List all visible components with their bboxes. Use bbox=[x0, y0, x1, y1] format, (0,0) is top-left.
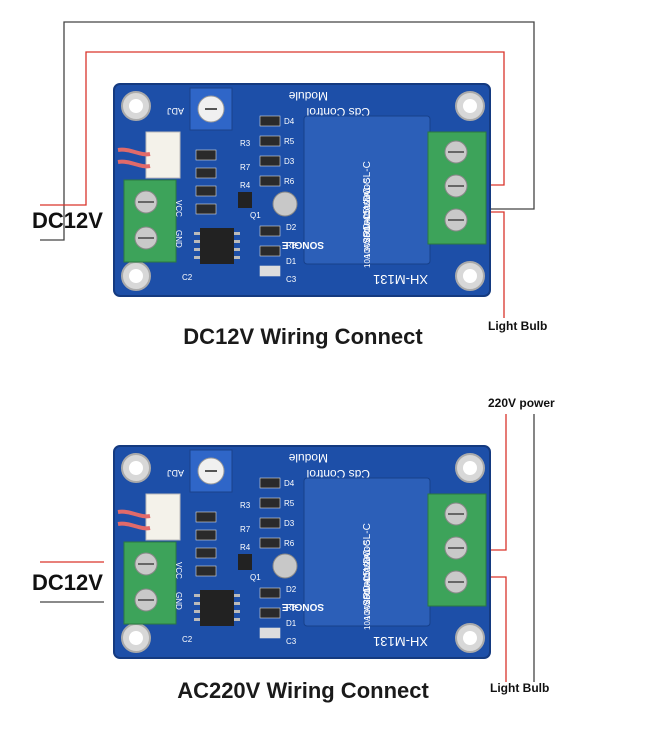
board-top: ADJ Module Cds Control XH-M131 VCC bbox=[110, 80, 495, 305]
ref-label: R3 bbox=[240, 139, 251, 148]
relay-rating: 10A 250VAC bbox=[363, 213, 372, 258]
load-label: Light Bulb bbox=[488, 319, 548, 333]
adj-label: ADJ bbox=[167, 106, 184, 116]
ic-chip bbox=[200, 228, 234, 264]
gnd-label: GND bbox=[174, 592, 183, 610]
relay-rating: 10A 125VAC bbox=[363, 547, 372, 592]
adj-label: ADJ bbox=[167, 468, 184, 478]
module-text: Module bbox=[288, 89, 328, 103]
ref-label: R7 bbox=[240, 163, 251, 172]
ref-label: D1 bbox=[286, 619, 297, 628]
ref-label: D4 bbox=[284, 117, 295, 126]
model-text: XH-M131 bbox=[373, 272, 428, 287]
diagram-dc12v: ADJ Module Cds Control XH-M131 VCC bbox=[0, 0, 650, 360]
transistor bbox=[238, 554, 252, 570]
wire-power-red bbox=[486, 414, 507, 551]
vcc-label: VCC bbox=[174, 200, 183, 217]
ref-label: D2 bbox=[286, 223, 297, 232]
ref-label: C2 bbox=[182, 635, 193, 644]
model-text: XH-M131 bbox=[373, 634, 428, 649]
ref-label: R6 bbox=[284, 177, 295, 186]
relay-rating: 10A 125VAC bbox=[363, 185, 372, 230]
ref-label: R4 bbox=[240, 181, 251, 190]
sensor-connector bbox=[145, 131, 181, 179]
ref-label: R4 bbox=[240, 543, 251, 552]
relay-rating: 10A 30VDC bbox=[363, 226, 372, 268]
ref-label: D1 bbox=[286, 257, 297, 266]
wire-bulb-top bbox=[486, 211, 505, 318]
ref-label: D3 bbox=[284, 519, 295, 528]
ref-label: R7 bbox=[240, 525, 251, 534]
ref-label: R8 bbox=[286, 603, 297, 612]
diagram-ac220v: ADJ Module Cds Control XH-M131 VCC GND R… bbox=[0, 372, 650, 734]
ref-label: R5 bbox=[284, 499, 295, 508]
ref-label: D2 bbox=[286, 585, 297, 594]
power-label: 220V power bbox=[488, 396, 555, 410]
input-voltage-label: DC12V bbox=[32, 208, 103, 233]
diagram-caption: DC12V Wiring Connect bbox=[183, 324, 423, 349]
ref-label: D3 bbox=[284, 157, 295, 166]
transistor bbox=[238, 192, 252, 208]
ref-label: R8 bbox=[286, 241, 297, 250]
gnd-label: GND bbox=[174, 230, 183, 248]
ref-label: C3 bbox=[286, 637, 297, 646]
ref-label: C2 bbox=[182, 273, 193, 282]
ref-label: Q1 bbox=[250, 211, 261, 220]
capacitor bbox=[272, 191, 298, 217]
ref-label: R5 bbox=[284, 137, 295, 146]
wire-red-top bbox=[40, 51, 505, 206]
wire-bulb-bottom bbox=[486, 576, 507, 682]
load-label: Light Bulb bbox=[490, 681, 550, 695]
relay-brand: SONGLE bbox=[281, 239, 324, 250]
relay-module-board: ADJ Module Cds Control XH-M131 VCC bbox=[113, 83, 491, 297]
relay-model: SRD-05VDC-SL-C bbox=[362, 161, 373, 244]
ref-label: R3 bbox=[240, 501, 251, 510]
wire-black-top bbox=[40, 21, 535, 241]
capacitor bbox=[272, 553, 298, 579]
relay-rating: 10A 250VAC bbox=[363, 575, 372, 620]
relay-brand: SONGLE bbox=[281, 601, 324, 612]
diagram-caption: AC220V Wiring Connect bbox=[177, 678, 429, 703]
ref-label: C3 bbox=[286, 275, 297, 284]
vcc-label: VCC bbox=[174, 562, 183, 579]
relay-rating: 10A 30VDC bbox=[363, 588, 372, 630]
relay-rating: 10A 28VDC bbox=[363, 178, 372, 220]
relay-module-board: ADJ Module Cds Control XH-M131 VCC GND R… bbox=[113, 445, 491, 659]
module-text: Module bbox=[288, 451, 328, 465]
relay-model: SRD-05VDC-SL-C bbox=[362, 523, 373, 606]
input-voltage-label: DC12V bbox=[32, 570, 103, 595]
sensor-connector bbox=[145, 493, 181, 541]
ref-label: D4 bbox=[284, 479, 295, 488]
ref-label: Q1 bbox=[250, 573, 261, 582]
board-bottom: ADJ Module Cds Control XH-M131 VCC GND R… bbox=[110, 442, 495, 667]
ref-label: R6 bbox=[284, 539, 295, 548]
relay-rating: 10A 28VDC bbox=[363, 540, 372, 582]
ic-chip bbox=[200, 590, 234, 626]
